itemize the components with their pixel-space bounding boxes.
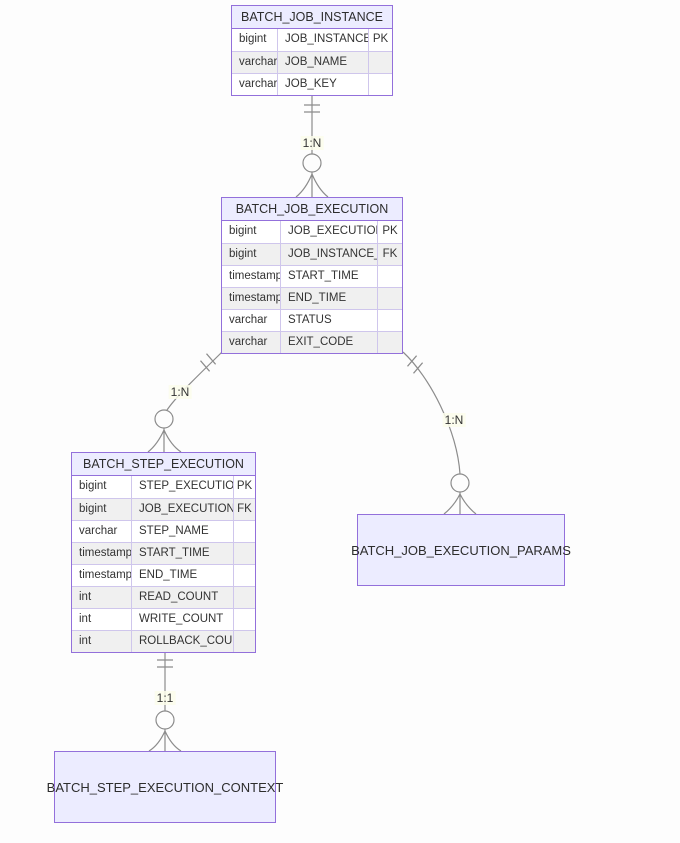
attribute-key: PK	[382, 225, 398, 237]
exactly-one-ticks-icon	[304, 104, 320, 113]
attribute-type: varchar	[222, 310, 281, 331]
exactly-one-ticks-icon	[157, 659, 173, 668]
attribute-type: varchar	[232, 74, 278, 95]
attribute-name: STATUS	[281, 310, 378, 331]
zero-circle-icon	[302, 153, 322, 173]
zero-circle-icon	[154, 409, 174, 429]
entity-batch-step-execution: BATCH_STEP_EXECUTION bigint STEP_EXECUTI…	[71, 452, 256, 653]
crow-foot-icon	[147, 428, 182, 453]
attribute-name: JOB_EXECUTION_ID	[281, 221, 378, 243]
attribute-type: timestamp	[222, 288, 281, 309]
attribute-key	[378, 332, 402, 353]
crow-foot-icon	[443, 492, 477, 515]
attribute-row: timestamp END_TIME	[222, 287, 402, 309]
relationship-label: 1:N	[168, 385, 192, 399]
attribute-type: int	[72, 631, 132, 652]
attribute-key: PK	[372, 33, 389, 45]
attribute-type: varchar	[72, 521, 132, 542]
attribute-name: END_TIME	[132, 565, 234, 586]
attribute-key	[234, 587, 255, 608]
attribute-type: varchar	[222, 332, 281, 353]
attribute-type: bigint	[222, 221, 281, 243]
attribute-type: bigint	[72, 499, 132, 520]
attribute-name: ROLLBACK_COUNT	[132, 631, 234, 652]
attribute-name: JOB_KEY	[278, 74, 369, 95]
attribute-name: EXIT_CODE	[281, 332, 378, 353]
attribute-name: JOB_INSTANCE_ID	[278, 29, 369, 51]
zero-circle-icon	[450, 473, 470, 493]
attribute-row: int ROLLBACK_COUNT	[72, 630, 255, 652]
crow-foot-icon	[295, 172, 329, 198]
entity-batch-step-execution-context: BATCH_STEP_EXECUTION_CONTEXT	[47, 751, 283, 823]
attribute-row: bigint JOB_INSTANCE_ID PK	[232, 29, 392, 51]
entity-batch-job-instance: BATCH_JOB_INSTANCE bigint JOB_INSTANCE_I…	[231, 5, 393, 96]
attribute-key	[369, 52, 392, 73]
attribute-name: JOB_EXECUTION_ID	[132, 499, 234, 520]
edge-job-execution-to-job-execution-params	[402, 351, 477, 515]
attribute-key	[378, 266, 402, 287]
entity-title: BATCH_STEP_EXECUTION_CONTEXT	[46, 779, 284, 795]
attribute-row: timestamp START_TIME	[72, 542, 255, 564]
relationship-label: 1:1	[154, 691, 176, 705]
attribute-name: JOB_INSTANCE_ID	[281, 244, 378, 265]
entity-title: BATCH_JOB_INSTANCE	[232, 6, 392, 29]
entity-title: BATCH_STEP_EXECUTION	[72, 453, 255, 476]
attribute-row: timestamp END_TIME	[72, 564, 255, 586]
attribute-key	[234, 521, 255, 542]
attribute-row: bigint JOB_EXECUTION_ID FK	[72, 498, 255, 520]
attribute-key: FK	[382, 248, 398, 260]
entity-title: BATCH_JOB_EXECUTION	[222, 198, 402, 221]
zero-circle-icon	[155, 710, 175, 730]
attribute-row: varchar STATUS	[222, 309, 402, 331]
attribute-key	[234, 609, 255, 630]
attribute-row: bigint STEP_EXECUTION_ID PK	[72, 476, 255, 498]
attribute-type: int	[72, 587, 132, 608]
attribute-key	[234, 565, 255, 586]
edge-job-execution-to-step-execution	[147, 351, 223, 453]
attribute-name: STEP_NAME	[132, 521, 234, 542]
relationship-label: 1:N	[300, 136, 324, 150]
attribute-type: timestamp	[72, 543, 132, 564]
entity-batch-job-execution: BATCH_JOB_EXECUTION bigint JOB_EXECUTION…	[221, 197, 403, 354]
entity-title: BATCH_JOB_EXECUTION_PARAMS	[351, 542, 571, 558]
attribute-row: bigint JOB_INSTANCE_ID FK	[222, 243, 402, 265]
attribute-type: timestamp	[222, 266, 281, 287]
attribute-type: bigint	[72, 476, 132, 498]
exactly-one-ticks-icon	[407, 355, 424, 374]
attribute-type: timestamp	[72, 565, 132, 586]
attribute-name: READ_COUNT	[132, 587, 234, 608]
attribute-name: WRITE_COUNT	[132, 609, 234, 630]
attribute-name: STEP_EXECUTION_ID	[132, 476, 234, 498]
attribute-name: START_TIME	[281, 266, 378, 287]
attribute-row: varchar EXIT_CODE	[222, 331, 402, 353]
attribute-key	[234, 631, 255, 652]
attribute-name: END_TIME	[281, 288, 378, 309]
attribute-name: JOB_NAME	[278, 52, 369, 73]
attribute-row: int WRITE_COUNT	[72, 608, 255, 630]
attribute-row: varchar JOB_KEY	[232, 73, 392, 95]
attribute-type: varchar	[232, 52, 278, 73]
attribute-key: FK	[237, 503, 252, 515]
attribute-row: varchar JOB_NAME	[232, 51, 392, 73]
attribute-type: int	[72, 609, 132, 630]
edge-line	[166, 351, 223, 411]
attribute-row: timestamp START_TIME	[222, 265, 402, 287]
attribute-row: bigint JOB_EXECUTION_ID PK	[222, 221, 402, 243]
attribute-row: varchar STEP_NAME	[72, 520, 255, 542]
attribute-key	[369, 74, 392, 95]
attribute-key	[378, 288, 402, 309]
attribute-type: bigint	[232, 29, 278, 51]
attribute-key	[378, 310, 402, 331]
attribute-row: int READ_COUNT	[72, 586, 255, 608]
attribute-key: PK	[236, 480, 253, 492]
relationship-label: 1:N	[442, 413, 466, 427]
attribute-name: START_TIME	[132, 543, 234, 564]
exactly-one-ticks-icon	[200, 353, 217, 372]
attribute-type: bigint	[222, 244, 281, 265]
entity-batch-job-execution-params: BATCH_JOB_EXECUTION_PARAMS	[351, 514, 571, 586]
attribute-key	[234, 543, 255, 564]
crow-foot-icon	[148, 729, 182, 752]
